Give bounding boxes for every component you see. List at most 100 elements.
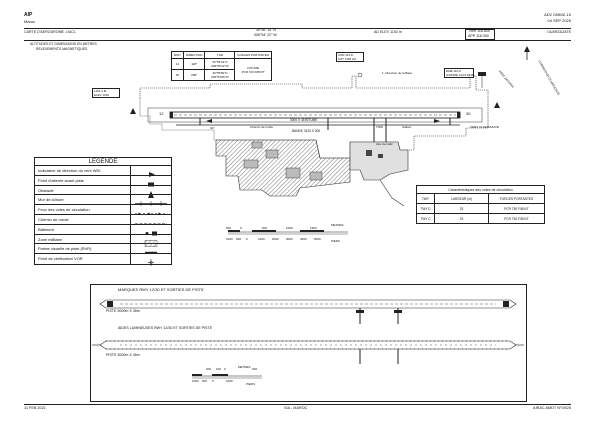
wdi-30 — [434, 119, 440, 123]
arp-lon: 006°54' 22" W — [254, 33, 277, 37]
ils-antenna — [478, 72, 486, 76]
building-1 — [251, 141, 263, 149]
scale2-tick: 1000 — [226, 379, 233, 383]
country-label: Maroc — [24, 19, 36, 24]
legend-title: LEGENDE — [35, 158, 171, 166]
scale1-tick: 500 — [226, 226, 232, 230]
vor-symbol — [357, 72, 363, 78]
legend-row: Point de vérification VOR — [35, 254, 171, 267]
north-arrow-head — [524, 46, 530, 52]
footer-center: SIA - MAROC — [284, 406, 308, 410]
twy-c-width: 23 — [434, 213, 489, 224]
elev-line2: ELEV 1150 — [94, 93, 109, 97]
scale1-tick: 500 — [236, 237, 242, 241]
holding-point-icon — [131, 176, 171, 187]
rwy-30-thr: 30°55'50"N 006°54'05"W — [204, 69, 236, 81]
legend-row: Point d'attente avant piste — [35, 175, 171, 187]
threshold-12 — [170, 112, 173, 118]
rvr-icon — [131, 244, 171, 254]
legend-label: Mur de clôture — [35, 195, 131, 205]
fence-icon — [131, 195, 171, 207]
rwy12-label: 12 — [159, 111, 164, 116]
markings-title: MARQUES RWY 12/30 ET SORTIES DE PISTE — [118, 287, 204, 292]
tarmac-label: Aire de trafic — [376, 142, 393, 146]
legend: LEGENDE Indicateur de direction du vent … — [34, 157, 172, 267]
wdi-icon — [131, 166, 171, 177]
scale2-tick: 100 — [216, 367, 222, 371]
legend-label: Feux des voies de circulation — [35, 205, 131, 214]
legend-row: Indicateur de direction du vent WDI — [35, 166, 171, 177]
scale1-tick: 1000 — [258, 237, 265, 241]
obstacle-east — [494, 102, 500, 108]
ad-elev: AD ELEV 1153 m — [374, 30, 402, 34]
building-4 — [285, 167, 301, 179]
vor-checkpoint-icon — [131, 254, 171, 267]
scale-bar-2 — [192, 374, 262, 379]
scale2-tick: 200 — [252, 367, 258, 371]
twy-d-strength: PCR 750 F/B/X/T — [488, 203, 545, 214]
scale1-tick: 5000 — [314, 237, 321, 241]
legend-row: Chemin de ronde — [35, 214, 171, 225]
legend-row: Obstacle — [35, 185, 171, 198]
vor-box-line2: OZT 1150 HZ — [338, 57, 357, 61]
twr-building — [378, 154, 383, 158]
obstacle-west — [130, 108, 136, 114]
legend-row: Bâtiment — [35, 224, 171, 236]
building-5 — [309, 171, 323, 181]
military-zone-icon — [131, 235, 171, 247]
twy-d-width: 23 — [434, 203, 489, 214]
scale1-tick: 2000 — [272, 237, 279, 241]
strength-line2: PCR 720 F/B/X/T — [241, 69, 265, 74]
note-altitudes: ALTITUDES ET DIMENSIONS EN METRES — [30, 42, 97, 46]
taxiway-lights-icon — [131, 205, 171, 215]
app-freq: APP 118.300 — [468, 34, 489, 38]
taxiway-table-caption: Caractéristiques des voies de circulatio… — [416, 185, 545, 194]
legend-row: Mur de clôture — [35, 195, 171, 207]
taxiway-table: Caractéristiques des voies de circulatio… — [416, 185, 545, 224]
markings-drawing — [92, 299, 524, 364]
legend-label: Bâtiment — [35, 224, 131, 234]
gp-label: GP — [210, 126, 215, 130]
scale1-tick: 1000 — [286, 226, 293, 230]
vor-box-line1: VOR 113.8 — [338, 53, 353, 57]
chart-title: CARTE D'AERODROME -OACI- — [24, 30, 77, 34]
ils-box — [444, 68, 474, 78]
freq-box — [465, 29, 495, 40]
scale2-tick: 0 — [212, 379, 214, 383]
runway-table: RWY DIRECTION THR FORCES PORTANTES 12 11… — [171, 51, 272, 81]
military-zone — [215, 139, 351, 197]
piste2-label: PISTE 3000m X 45m — [106, 353, 140, 357]
scale2-tick: 200 — [206, 367, 212, 371]
scale2-unit-bottom: PIEDS — [246, 382, 256, 386]
strip-dim-label: BANDE 3120 X 300 — [292, 129, 321, 133]
runway-strip — [147, 107, 483, 123]
scale1-unit-top: METRES — [331, 223, 344, 227]
building-3 — [243, 159, 259, 169]
ils-line2: ILS/DME 110.9 MHZ — [446, 73, 474, 77]
city-label: OUARZAZATE — [547, 30, 571, 34]
civil-apron — [349, 141, 409, 181]
scale1-tick: 0 — [240, 226, 242, 230]
scale1-tick: 500 — [262, 226, 268, 230]
scale2-tick: 0 — [224, 367, 226, 371]
obstacle-icon — [131, 186, 171, 198]
ad-ref: AD2 GMMZ-15 — [544, 12, 571, 17]
wdi-12 — [206, 119, 212, 123]
lighting-title: AIDES LUMINEUSES RWY 12/30 ET SORTIES DE… — [118, 326, 213, 330]
legend-label: Obstacle — [35, 185, 131, 195]
twr-freq: TWR 118.800 — [468, 29, 490, 33]
terminal-building — [366, 150, 372, 156]
scale1-unit-bottom: PIEDS — [331, 239, 341, 243]
scale2-tick: 500 — [202, 379, 208, 383]
dir-label: 1. Direction de la Base — [382, 71, 413, 75]
perimeter-road-icon — [131, 215, 171, 224]
legend-label: Zone militaire — [35, 234, 131, 244]
legend-label: Chemin de ronde — [35, 214, 131, 224]
road-label: Chemin de ronde — [250, 125, 274, 129]
footer-right: AIRAC AMDT N°09/25 — [533, 406, 571, 410]
building-2 — [265, 149, 279, 159]
station-label: Station — [402, 125, 412, 129]
piste1-label: PISTE 3000m X 45m — [106, 309, 140, 313]
scale1-tick: 4000 — [300, 237, 307, 241]
